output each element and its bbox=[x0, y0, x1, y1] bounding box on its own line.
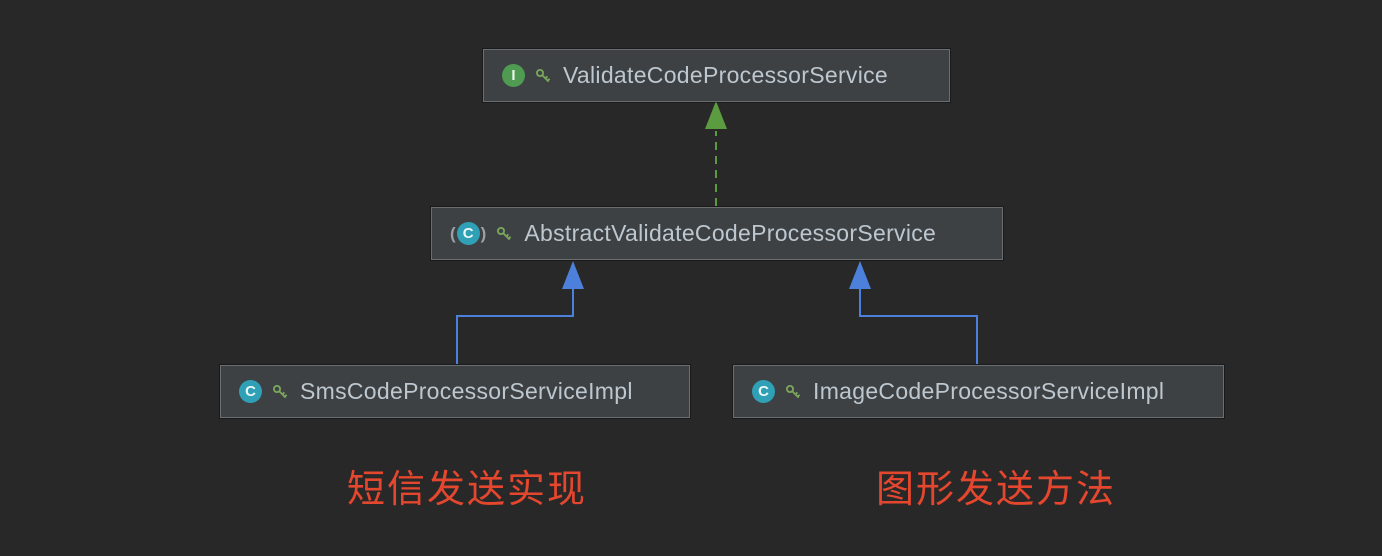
implements-edge bbox=[705, 101, 727, 206]
abstract-class-node-abstract-validate-code-processor-service[interactable]: ( C ) AbstractValidateCodeProcessorServi… bbox=[431, 207, 1003, 260]
class-icon: C bbox=[752, 380, 775, 403]
extends-arrowhead-image bbox=[849, 261, 871, 289]
annotation-image: 图形发送方法 bbox=[876, 469, 1117, 511]
node-label: SmsCodeProcessorServiceImpl bbox=[300, 378, 633, 404]
key-icon bbox=[534, 67, 552, 85]
key-icon bbox=[784, 383, 802, 401]
extends-edge-image bbox=[849, 261, 978, 364]
class-node-sms-code-processor-service-impl[interactable]: C SmsCodeProcessorServiceImpl bbox=[220, 365, 690, 418]
extends-edge-sms bbox=[456, 261, 584, 364]
interface-icon: I bbox=[502, 64, 525, 87]
class-badge: C bbox=[456, 222, 480, 245]
paren-right: ) bbox=[480, 224, 487, 243]
node-label: AbstractValidateCodeProcessorService bbox=[524, 220, 937, 246]
abstract-class-icon: ( C ) bbox=[450, 222, 486, 245]
class-node-image-code-processor-service-impl[interactable]: C ImageCodeProcessorServiceImpl bbox=[733, 365, 1224, 418]
implements-arrowhead bbox=[705, 101, 727, 129]
key-icon bbox=[271, 383, 289, 401]
key-icon bbox=[495, 225, 513, 243]
node-label: ValidateCodeProcessorService bbox=[563, 62, 889, 88]
paren-left: ( bbox=[450, 224, 456, 243]
class-icon: C bbox=[239, 380, 262, 403]
interface-node-validate-code-processor-service[interactable]: I ValidateCodeProcessorService bbox=[483, 49, 950, 102]
node-label: ImageCodeProcessorServiceImpl bbox=[813, 378, 1165, 404]
annotation-sms: 短信发送实现 bbox=[347, 469, 588, 511]
extends-arrowhead-sms bbox=[562, 261, 584, 289]
